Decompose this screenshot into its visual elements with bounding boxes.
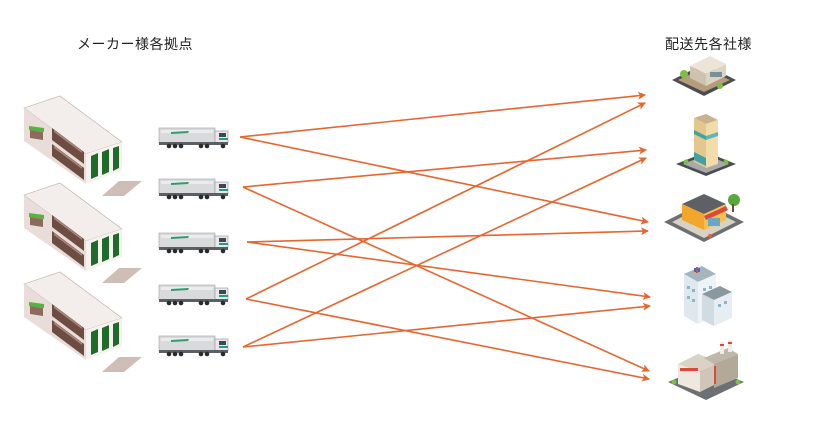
route-arrow-truck-3-to-shop <box>246 227 649 243</box>
destination-shop <box>664 194 744 242</box>
route-arrow-truck-5-to-hospital <box>242 302 651 348</box>
truck-2 <box>158 178 229 200</box>
route-arrow-truck-4-to-factory <box>245 298 650 382</box>
warehouse-1 <box>23 95 143 197</box>
route-arrow-truck-4-to-house <box>245 102 646 300</box>
route-arrow-truck-3-to-hospital <box>246 241 651 301</box>
route-arrows <box>239 91 651 382</box>
destination-house <box>672 56 736 96</box>
route-arrow-truck-1-to-house <box>239 91 646 138</box>
route-arrow-truck-1-to-shop <box>239 136 649 225</box>
route-arrow-truck-2-to-factory <box>242 186 650 372</box>
route-arrow-truck-5-to-office-tower <box>242 157 647 348</box>
warehouse-3 <box>23 271 143 373</box>
truck-4 <box>158 284 229 306</box>
destination-hospital <box>684 266 732 326</box>
route-arrow-truck-2-to-office-tower <box>242 146 647 188</box>
truck-5 <box>158 335 229 357</box>
destination-office-tower <box>676 114 736 176</box>
destination-factory <box>668 340 744 400</box>
warehouse-2 <box>23 182 143 284</box>
truck-3 <box>158 232 229 254</box>
destination-heading: 配送先各社様 <box>665 37 752 53</box>
truck-1 <box>158 127 229 149</box>
origin-heading: メーカー様各拠点 <box>77 37 193 53</box>
